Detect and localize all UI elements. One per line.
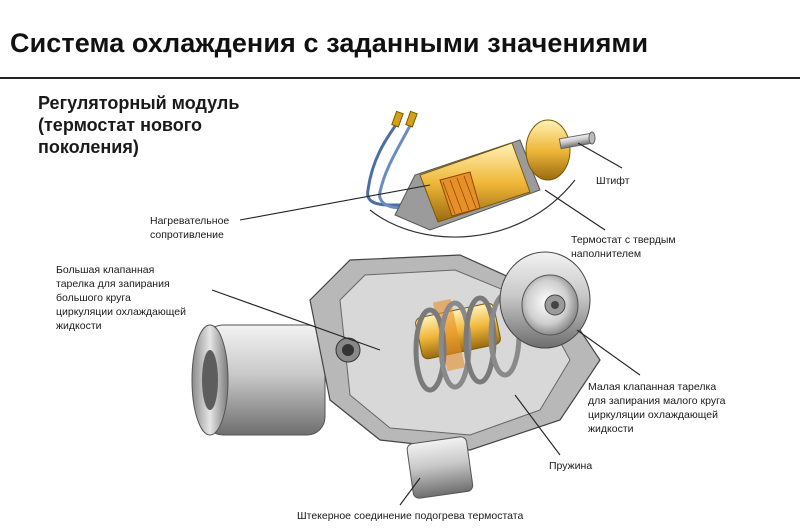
label-line: Пружина (549, 460, 593, 472)
label-line: наполнителем (571, 248, 642, 260)
module-subtitle: Регуляторный модуль (термостат нового по… (38, 92, 239, 158)
label-line: Нагревательное (150, 215, 230, 227)
small-valve-cap (499, 251, 591, 349)
label-small-valve: Малая клапанная тарелка для запирания ма… (588, 380, 726, 436)
label-line: Штекерное соединение подогрева термостат… (297, 510, 524, 522)
label-line: для запирания малого круга (588, 395, 726, 407)
label-line: сопротивление (150, 229, 224, 241)
label-line: жидкости (588, 423, 634, 435)
label-line: Малая клапанная тарелка (588, 381, 717, 393)
label-thermostat: Термостат с твердым наполнителем (571, 233, 676, 261)
label-line: Штифт (596, 175, 630, 187)
subtitle-line: Регуляторный модуль (38, 93, 240, 113)
label-connector: Штекерное соединение подогрева термостат… (297, 509, 523, 523)
label-line: циркуляции охлаждающей (56, 306, 186, 318)
thermostat-insert (394, 119, 596, 231)
label-pin: Штифт (596, 174, 630, 188)
title-divider (0, 77, 800, 79)
label-line: циркуляции охлаждающей (588, 409, 718, 421)
subtitle-line: (термостат нового (38, 115, 203, 135)
leader-lines (211, 142, 641, 506)
label-line: жидкости (56, 320, 102, 332)
label-line: Термостат с твердым (571, 234, 676, 246)
label-big-valve: Большая клапанная тарелка для запирания … (56, 263, 186, 333)
subtitle-line: поколения) (38, 137, 139, 157)
label-line: тарелка для запирания (56, 278, 170, 290)
label-spring: Пружина (549, 459, 592, 473)
label-line: большого круга (56, 292, 131, 304)
label-heater: Нагревательное сопротивление (150, 214, 229, 242)
magnifier-arc (369, 179, 576, 238)
wires (366, 110, 427, 210)
label-line: Большая клапанная (56, 264, 155, 276)
page-title: Система охлаждения с заданными значениям… (10, 28, 649, 58)
